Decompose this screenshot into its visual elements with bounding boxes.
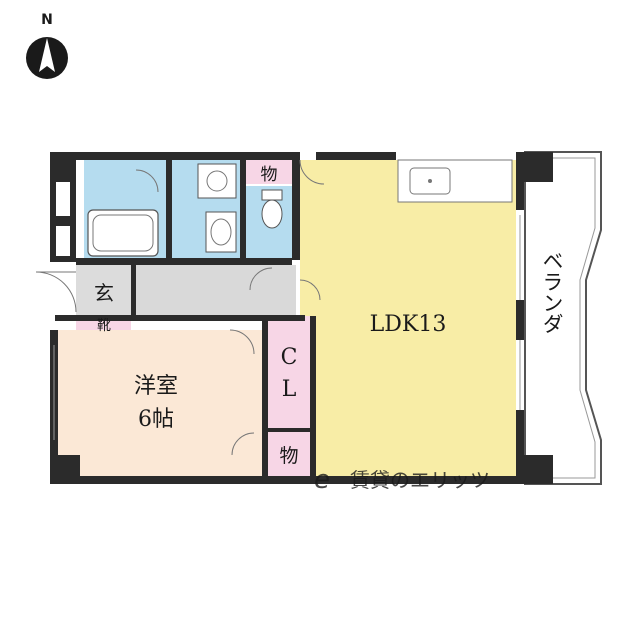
shoe-box-label: 靴 xyxy=(97,318,111,334)
watermark-logo-icon: e xyxy=(314,465,330,495)
western-room-size-label: 6帖 xyxy=(138,407,174,432)
closet-floor xyxy=(268,316,310,428)
kitchen-counter xyxy=(397,159,513,203)
storage-bottom-floor xyxy=(268,432,310,476)
storage-top-label: 物 xyxy=(261,165,278,185)
bathtub-icon xyxy=(87,209,159,257)
storage-bottom-label: 物 xyxy=(279,445,298,467)
balcony-label: ベランダ xyxy=(540,250,564,334)
north-arrow-icon xyxy=(39,38,55,72)
toilet-icon xyxy=(261,189,283,201)
closet-c-label: C xyxy=(281,345,298,370)
ldk-label: LDK13 xyxy=(370,312,447,337)
sink-icon xyxy=(409,167,451,195)
compass: N xyxy=(26,12,68,79)
storage-top-floor xyxy=(246,160,292,184)
walls xyxy=(50,152,553,484)
western-room-floor xyxy=(55,330,265,476)
western-room-label: 洋室 xyxy=(134,374,178,399)
doors xyxy=(35,159,521,456)
watermark-text: 賃貸のエリッツ xyxy=(350,468,490,492)
closet-l-label: L xyxy=(282,377,297,402)
entrance-floor xyxy=(76,265,131,315)
compass-label: N xyxy=(41,12,53,28)
hallway-floor xyxy=(136,265,296,315)
ldk-floor xyxy=(300,160,516,476)
entrance-label: 玄 xyxy=(94,281,114,305)
washing-machine-icon xyxy=(197,163,237,199)
